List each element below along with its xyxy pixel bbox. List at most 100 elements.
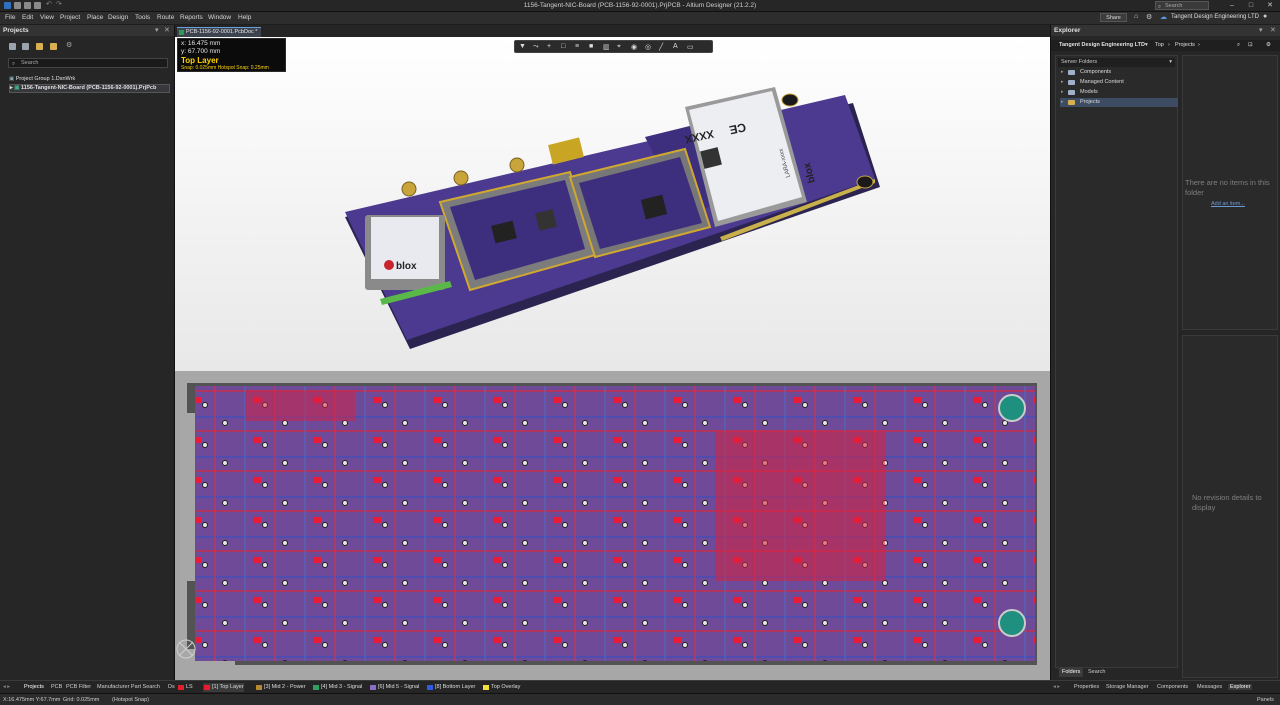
layer-tab-mid-3-signal[interactable]: [4] Mid 3 - Signal (312, 683, 362, 692)
tab-explorer[interactable]: Explorer (1228, 684, 1253, 690)
tree-item-project-group[interactable]: ▣ Project Group 1.DsnWrk (9, 76, 75, 82)
search-icon[interactable]: ⌕ (1237, 42, 1241, 48)
server-folders-header[interactable]: Server Folders ▾ (1058, 58, 1175, 67)
menu-view[interactable]: View (40, 14, 54, 21)
route-icon[interactable]: ⤳ (533, 43, 539, 50)
tab-manufacturer-part-search[interactable]: Manufacturer Part Search (97, 684, 160, 690)
gear-icon[interactable]: ⚙ (1146, 14, 1153, 21)
tab-components[interactable]: Components (1157, 684, 1189, 690)
via-icon[interactable]: ◎ (645, 44, 652, 51)
tab-messages[interactable]: Messages (1197, 684, 1223, 690)
folder-models[interactable]: ▸ Models (1060, 88, 1178, 97)
open-folder-icon[interactable] (34, 2, 41, 9)
menu-file[interactable]: File (5, 14, 16, 21)
menu-place[interactable]: Place (87, 14, 104, 21)
component-icon[interactable]: ■ (589, 43, 594, 50)
pcb-2d-view[interactable] (175, 371, 1050, 680)
menu-window[interactable]: Window (208, 14, 232, 21)
select-rect-icon[interactable]: □ (561, 43, 566, 50)
tab-storage-manager[interactable]: Storage Manager (1106, 684, 1149, 690)
routing-traces (195, 386, 1035, 661)
folder-add-icon[interactable] (50, 43, 57, 50)
tab-properties[interactable]: Properties (1074, 684, 1100, 690)
save-project-icon[interactable] (9, 43, 16, 50)
empty-folder-message: There are no items in this folder (1185, 178, 1270, 197)
layer-tab-bottom-layer[interactable]: [8] Bottom Layer (426, 683, 475, 692)
menu-edit[interactable]: Edit (22, 14, 34, 21)
folder-components[interactable]: ▸ Components (1060, 68, 1178, 77)
chip-3 (640, 194, 668, 220)
pad-icon[interactable]: ◉ (631, 44, 638, 51)
3d-board-render: blox XXXX CE blox LARA-xxxx (345, 87, 880, 349)
open-folder-icon[interactable] (36, 43, 43, 50)
folder-managed-content[interactable]: ▸ Managed Content (1060, 78, 1178, 87)
maximize-button[interactable]: □ (1248, 2, 1254, 9)
tab-pcb[interactable]: PCB (51, 684, 63, 690)
menu-help[interactable]: Help (238, 14, 252, 21)
breadcrumb-server[interactable]: Tangent Design Engineering LTD (1059, 42, 1145, 48)
save-icon[interactable] (14, 2, 21, 9)
redo-icon[interactable]: ↷ (56, 1, 62, 8)
tab-pcb-filter[interactable]: PCB Filter (66, 684, 92, 690)
close-icon[interactable]: ✕ (164, 27, 170, 34)
new-project-icon[interactable] (22, 43, 29, 50)
server-folder-tree: Server Folders ▾ ▸ Components ▸ Managed … (1055, 55, 1178, 668)
3d-board-view[interactable]: blox XXXX CE blox LARA-xxxx (175, 37, 1050, 371)
save-all-icon[interactable] (24, 2, 31, 9)
tab-scroll-icon[interactable]: ◂ ▸ (1053, 684, 1061, 690)
menu-project[interactable]: Project (60, 14, 81, 21)
menu-reports[interactable]: Reports (180, 14, 203, 21)
account-name[interactable]: Tangent Design Engineering LTD (1171, 14, 1259, 20)
menu-design[interactable]: Design (108, 14, 129, 21)
projects-search-input[interactable]: ⌕ Search (8, 58, 168, 68)
menu-tools[interactable]: Tools (135, 14, 151, 21)
layer-swatch (427, 685, 433, 690)
tab-projects[interactable]: Projects (24, 684, 44, 690)
pcb-doc-icon (179, 30, 184, 35)
place-icon[interactable]: ⌖ (617, 43, 621, 50)
close-icon[interactable]: ✕ (1270, 27, 1276, 34)
share-button[interactable]: Share (1100, 13, 1127, 22)
plus-icon[interactable]: + (547, 43, 552, 50)
text-icon[interactable]: A (673, 43, 678, 50)
breadcrumb-top[interactable]: Top (1155, 42, 1164, 48)
expand-arrow-icon: ▸ (1061, 69, 1064, 75)
chart-icon[interactable]: ▥ (603, 44, 610, 51)
chevron-down-icon[interactable]: ▾ (1259, 27, 1263, 34)
tab-search[interactable]: Search (1088, 669, 1106, 675)
align-icon[interactable]: ≡ (575, 43, 580, 50)
folder-projects[interactable]: ▸ Projects (1060, 98, 1178, 107)
dimension-icon[interactable]: ▭ (687, 44, 694, 51)
menu-route[interactable]: Route (157, 14, 175, 21)
tab-folders[interactable]: Folders (1059, 668, 1084, 677)
home-icon[interactable]: ⌂ (1134, 13, 1139, 20)
layer-tab-top-overlay[interactable]: Top Overlay (482, 683, 520, 692)
user-icon[interactable]: ● (1263, 13, 1268, 20)
tab-pcb-document[interactable]: PCB-1156-92-0001.PcbDoc * (177, 27, 261, 37)
panels-button[interactable]: Panels (1257, 697, 1274, 703)
expand-icon[interactable]: ⊡ (1248, 42, 1253, 48)
layer-tab-mid-5-signal[interactable]: [6] Mid 5 - Signal (369, 683, 419, 692)
gold-edge (720, 179, 875, 241)
layer-tab-mid-2-power[interactable]: [3] Mid 2 - Power (255, 683, 306, 692)
close-button[interactable]: ✕ (1267, 2, 1273, 9)
add-item-link[interactable]: Add an item... (1211, 201, 1245, 207)
gear-icon[interactable]: ⚙ (1266, 42, 1271, 48)
projects-search-placeholder: Search (21, 60, 39, 66)
filter-icon[interactable]: ▼ (519, 43, 526, 50)
explorer-title: Explorer (1054, 27, 1081, 34)
tab-scroll-icon[interactable]: ◂ ▸ (3, 684, 11, 690)
chevron-down-icon[interactable]: ▾ (155, 27, 159, 34)
settings-icon[interactable]: ⚙ (66, 42, 73, 49)
minimize-button[interactable]: – (1230, 2, 1234, 9)
window-search-input[interactable]: ⌕ Search (1155, 1, 1209, 10)
layer-tab-ls[interactable]: LS (177, 683, 193, 692)
tree-item-project[interactable]: ▸ ▣ 1156-Tangent-NIC-Board (PCB-1156-92-… (9, 84, 170, 93)
menu-bar: File Edit View Project Place Design Tool… (0, 12, 1280, 24)
tab-ds[interactable]: Ds (168, 684, 175, 690)
line-icon[interactable]: ╱ (659, 44, 664, 51)
undo-icon[interactable]: ↶ (46, 1, 52, 8)
chevron-down-icon: ▾ (1145, 42, 1148, 48)
layer-tab-top-layer[interactable]: [1] Top Layer (203, 683, 244, 692)
breadcrumb-projects[interactable]: Projects (1175, 42, 1195, 48)
